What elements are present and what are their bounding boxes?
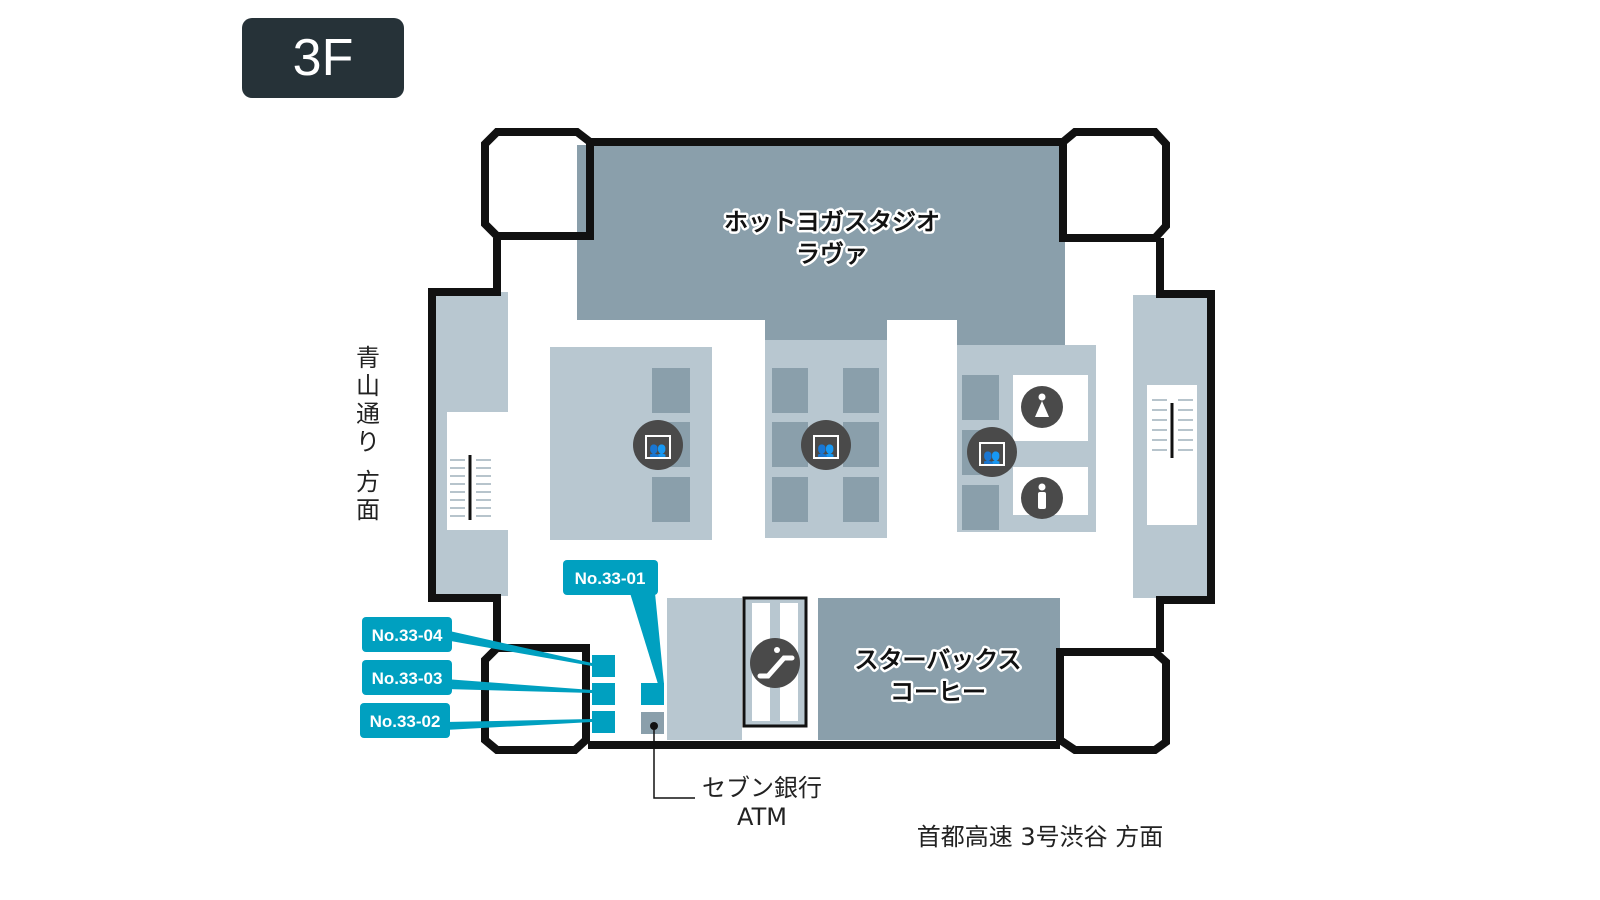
womens-restroom-icon xyxy=(1021,386,1063,428)
svg-text:No.33-02: No.33-02 xyxy=(370,712,441,731)
escalator-icon xyxy=(750,638,800,688)
svg-text:通: 通 xyxy=(356,400,380,428)
svg-text:方: 方 xyxy=(356,468,380,496)
mens-restroom-icon xyxy=(1021,477,1063,519)
building-walls xyxy=(428,128,1215,754)
store-33-01-marker[interactable] xyxy=(641,683,664,705)
svg-text:No.33-04: No.33-04 xyxy=(372,626,443,645)
direction-south: 首都高速 3号渋谷 方面 xyxy=(917,823,1164,851)
svg-text:No.33-03: No.33-03 xyxy=(372,669,443,688)
starbucks[interactable] xyxy=(818,598,1060,740)
svg-text:り: り xyxy=(356,428,380,456)
store-tag-33-02[interactable]: No.33-02 xyxy=(360,703,450,738)
svg-text:👥: 👥 xyxy=(817,442,834,458)
stairs-left[interactable] xyxy=(447,412,508,530)
starbucks-label: スターバックス xyxy=(854,646,1021,674)
yoga-studio-label-2: ラヴァ xyxy=(796,240,868,268)
elevator-icon: 👥 xyxy=(967,427,1017,477)
atm-label: セブン銀行 xyxy=(702,774,822,802)
starbucks-label-2: コーヒー xyxy=(890,678,986,706)
store-markers xyxy=(445,593,664,733)
yoga-studio-ext1 xyxy=(765,318,887,340)
stairs-icon xyxy=(1152,399,1193,458)
yoga-studio-label: ホットヨガスタジオ xyxy=(724,208,940,236)
yoga-studio-ext2 xyxy=(957,318,1065,345)
store-tag-33-04[interactable]: No.33-04 xyxy=(362,617,452,652)
atm-label-2: ATM xyxy=(737,803,787,831)
store-33-04-marker[interactable] xyxy=(592,655,615,677)
svg-text:No.33-01: No.33-01 xyxy=(575,569,646,588)
yoga-studio[interactable] xyxy=(577,145,1065,320)
svg-text:青: 青 xyxy=(356,344,380,372)
store-tag-33-03[interactable]: No.33-03 xyxy=(362,660,452,695)
direction-west: 青 山 通 り 方 面 xyxy=(356,344,380,524)
svg-text:👥: 👥 xyxy=(649,442,666,458)
svg-text:👥: 👥 xyxy=(983,449,1000,465)
common-area-bottom xyxy=(667,598,742,740)
stairs-icon xyxy=(450,455,491,520)
store-33-02-marker[interactable] xyxy=(592,711,615,733)
svg-text:山: 山 xyxy=(356,372,380,400)
store-33-03-marker[interactable] xyxy=(592,683,615,705)
elevator-icon: 👥 xyxy=(633,420,683,470)
floor-label: 3F xyxy=(242,18,404,98)
store-tag-33-01[interactable]: No.33-01 xyxy=(563,560,658,595)
svg-text:面: 面 xyxy=(356,496,380,524)
elevator-icon: 👥 xyxy=(801,420,851,470)
